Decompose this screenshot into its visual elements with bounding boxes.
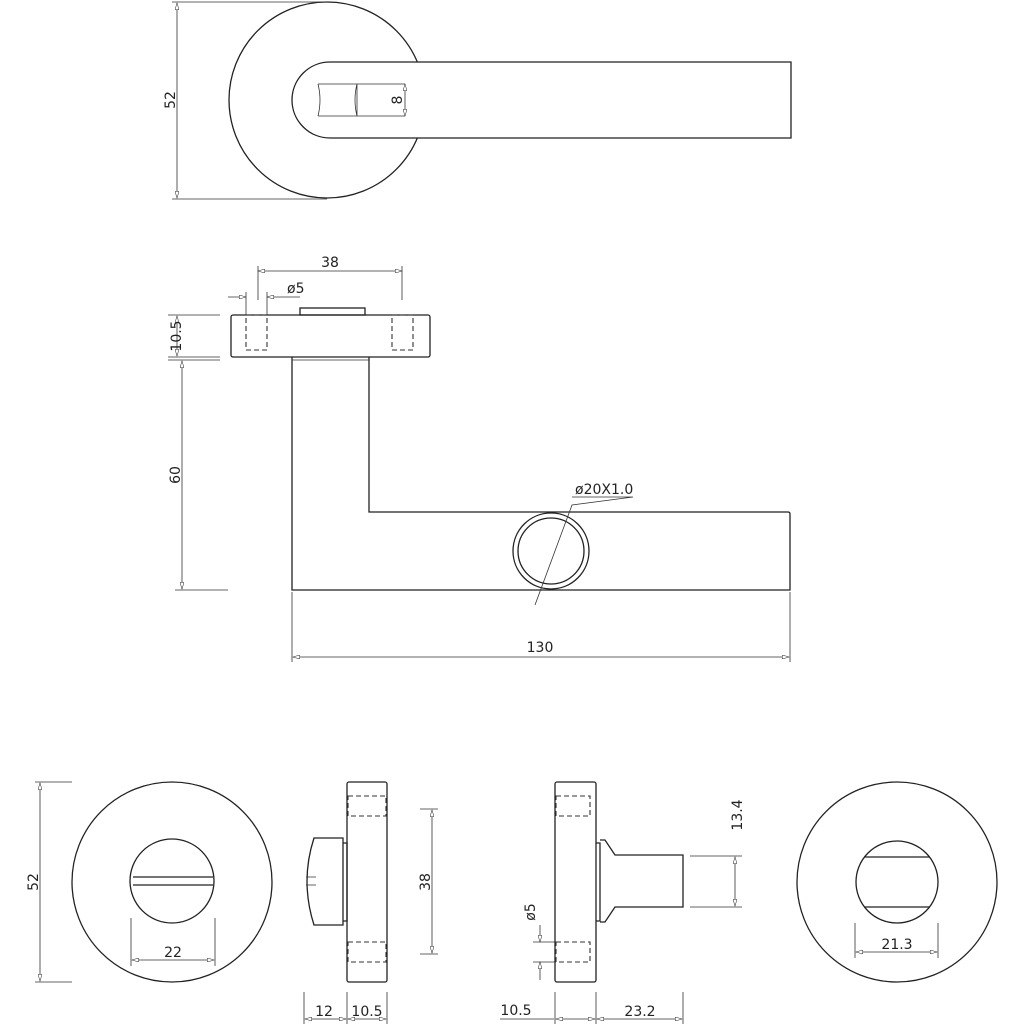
release-front-view: 21.3 [796, 781, 998, 983]
dim-label-rose-diameter-2: 52 [26, 873, 42, 891]
rose-plate [346, 781, 388, 983]
thumbturn-side [306, 837, 348, 926]
extension-lines [533, 941, 556, 963]
rose-side [230, 314, 431, 358]
dim-label-tube: ø20X1.0 [575, 482, 633, 498]
hidden-hole [347, 795, 387, 817]
dim-label-rose-thickness: 10.5 [169, 320, 185, 351]
dim-label-spindle: 8 [390, 96, 406, 105]
top-view: 8 52 [163, 1, 792, 200]
hidden-hole [555, 795, 591, 817]
slot-lines [306, 876, 316, 886]
extension-lines [245, 292, 268, 315]
indicator-chords [864, 856, 930, 908]
indicator-outline [855, 840, 939, 924]
tube-leader [534, 496, 634, 606]
spindle-side [596, 839, 684, 923]
dim-label-thumbturn: 22 [164, 945, 182, 961]
dim-label-fixing: 38 [321, 255, 339, 271]
extension-lines [303, 992, 388, 1024]
hidden-hole-right [391, 314, 414, 351]
turn-front-view: 52 22 [26, 781, 273, 983]
dim-label-thickness-b: 10.5 [500, 1003, 531, 1019]
lever-side [291, 357, 791, 591]
extension-lines [172, 1, 327, 200]
dim-label-spindle-length: 23.2 [624, 1004, 655, 1020]
tube-inner [517, 517, 585, 585]
extension-lines [500, 992, 684, 1024]
thumbturn-outline [129, 838, 215, 924]
side-view: ø20X1.0 38 ø5 10.5 60 130 [168, 255, 791, 662]
release-side-view: 13.4 ø5 10.5 23.2 [500, 781, 746, 1024]
dim-label-depth: 12 [315, 1004, 333, 1020]
thumbturn-slot [133, 876, 213, 886]
rose-outline [71, 781, 273, 983]
tube-outer [512, 512, 590, 590]
dim-label-lever-height: 60 [168, 466, 184, 484]
dim-label-fixing-2: 38 [418, 873, 434, 891]
hidden-hole-left [245, 314, 268, 351]
hidden-hole [347, 941, 387, 963]
dim-label-hole-2: ø5 [523, 903, 539, 920]
rose-boss [299, 307, 366, 316]
lever-outline [291, 61, 792, 139]
dim-label-lever-length: 130 [527, 640, 554, 656]
extension-lines [854, 923, 939, 958]
hidden-hole [555, 941, 591, 963]
dim-label-indicator: 21.3 [881, 937, 912, 953]
extension-lines [420, 808, 438, 955]
turn-side-view: 38 12 10.5 [303, 781, 438, 1024]
extension-lines [291, 592, 791, 662]
dim-label-rose-diameter: 52 [163, 91, 179, 109]
rose-plate [554, 781, 597, 983]
extension-lines [168, 314, 228, 591]
rose-outline [796, 781, 998, 983]
dim-label-thickness-a: 10.5 [351, 1004, 382, 1020]
dim-label-hole: ø5 [287, 281, 304, 297]
spindle-square [317, 83, 405, 117]
dim-label-spindle-height: 13.4 [730, 799, 746, 830]
extension-lines [690, 855, 742, 908]
extension-lines [130, 918, 216, 966]
extension-lines [35, 781, 72, 983]
